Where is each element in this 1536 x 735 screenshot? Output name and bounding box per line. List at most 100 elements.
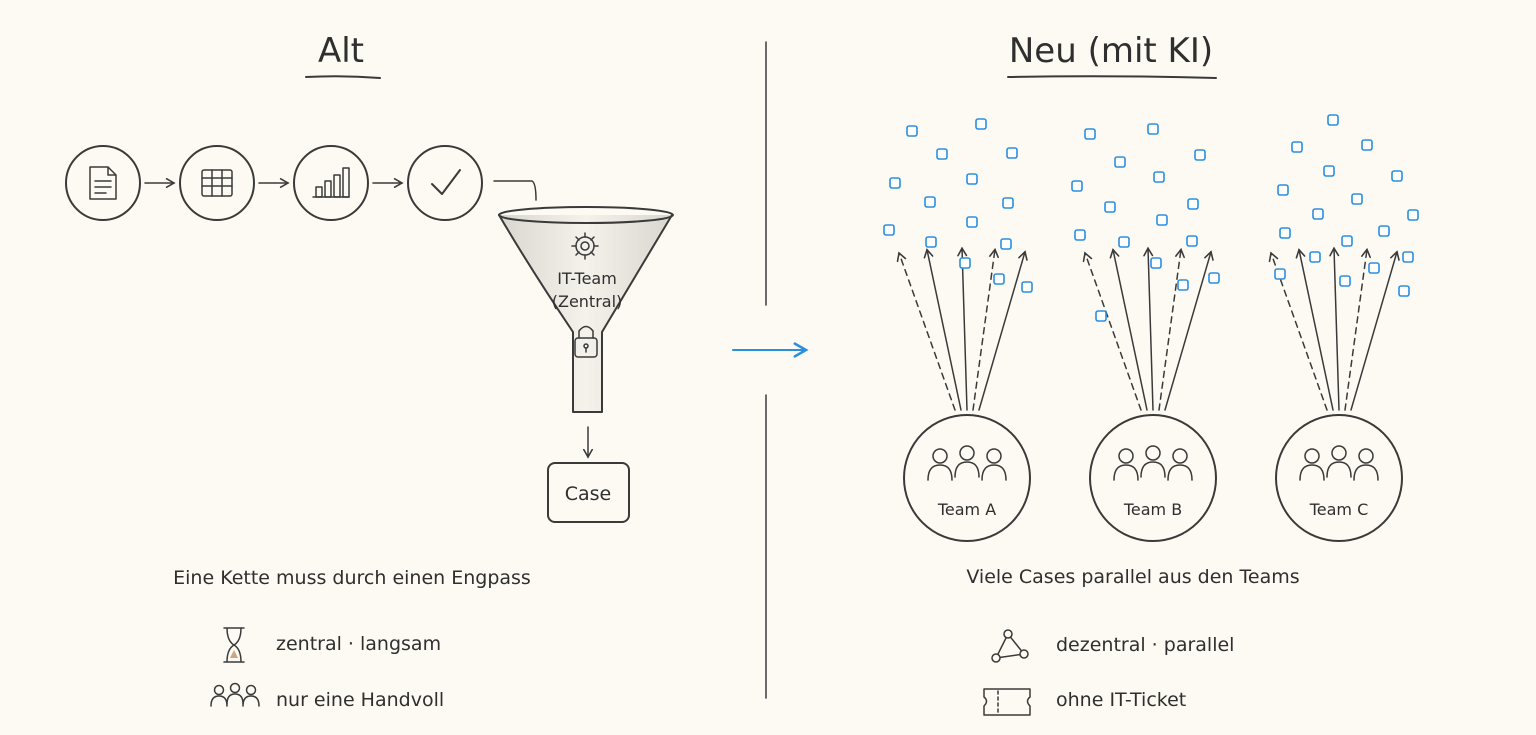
case-square <box>924 196 936 208</box>
case-square <box>1351 193 1363 205</box>
case-square <box>1279 227 1291 239</box>
team-ray <box>923 248 962 411</box>
team-ray <box>1344 247 1371 411</box>
team-people-icon <box>1299 445 1379 481</box>
case-square <box>936 148 948 160</box>
case-square <box>1323 165 1335 177</box>
case-square <box>1118 236 1130 248</box>
team-ray <box>1143 246 1154 411</box>
team-ray <box>1329 246 1340 411</box>
team-ray <box>972 247 999 411</box>
left-legend-2-label: nur eine Handvoll <box>276 689 444 711</box>
case-square <box>959 257 971 269</box>
case-square <box>1153 171 1165 183</box>
case-square <box>1398 285 1410 297</box>
team-ray <box>1268 251 1328 411</box>
case-square <box>1156 214 1168 226</box>
case-square <box>1186 235 1198 247</box>
case-square <box>1402 251 1414 263</box>
case-square <box>1194 149 1206 161</box>
case-label: Case <box>565 483 612 505</box>
case-square <box>1274 268 1286 280</box>
left-legend-1-label: zentral · langsam <box>276 633 441 655</box>
case-square <box>1021 281 1033 293</box>
bar-chart-icon <box>293 145 369 221</box>
case-square <box>1071 180 1083 192</box>
case-square <box>883 224 895 236</box>
case-square <box>1309 251 1321 263</box>
checkmark-icon <box>407 145 483 221</box>
left-title-group: Alt <box>305 31 381 79</box>
teams-layer <box>883 114 1419 542</box>
funnel-label-line1: IT-Team <box>557 269 617 288</box>
team-circle <box>1275 414 1403 542</box>
team-a-label: Team A <box>937 500 996 519</box>
case-square <box>1341 235 1353 247</box>
right-caption: Viele Cases parallel aus den Teams <box>966 566 1299 588</box>
case-square <box>1002 197 1014 209</box>
case-square <box>1312 208 1324 220</box>
case-square <box>1208 272 1220 284</box>
chain-to-funnel-connector <box>493 180 537 201</box>
right-legend-2-label: ohne IT-Ticket <box>1056 689 1186 711</box>
case-square <box>1391 170 1403 182</box>
case-square <box>1378 225 1390 237</box>
case-square <box>993 273 1005 285</box>
case-box: Case <box>547 462 630 523</box>
case-square <box>1407 209 1419 221</box>
team-ray <box>896 251 956 411</box>
right-title: Neu (mit KI) <box>1009 31 1213 71</box>
case-square <box>1150 257 1162 269</box>
left-caption: Eine Kette muss durch einen Engpass <box>173 567 531 589</box>
case-square <box>1084 128 1096 140</box>
case-square <box>1095 310 1107 322</box>
case-square <box>1187 198 1199 210</box>
gear-icon <box>571 232 599 260</box>
right-legend-1-label: dezentral · parallel <box>1056 634 1234 656</box>
case-square <box>1074 229 1086 241</box>
chain <box>65 145 537 221</box>
case-square <box>925 236 937 248</box>
hourglass-icon <box>223 627 245 663</box>
case-square <box>1006 147 1018 159</box>
team-ray <box>978 250 1028 411</box>
team-ray <box>1082 251 1142 411</box>
team-b <box>1071 123 1220 542</box>
case-square <box>1177 279 1189 291</box>
network-icon <box>991 629 1029 663</box>
team-c <box>1268 114 1419 542</box>
funnel: IT-Team (Zentral) <box>498 206 674 413</box>
team-ray <box>1350 250 1400 411</box>
case-square <box>1327 114 1339 126</box>
left-title-underline <box>305 75 381 79</box>
left-title: Alt <box>318 31 364 71</box>
funnel-label-line2: (Zentral) <box>552 292 623 311</box>
case-square <box>1277 184 1289 196</box>
document-icon <box>65 145 141 221</box>
team-c-label: Team C <box>1309 500 1369 519</box>
case-square <box>1339 275 1351 287</box>
team-a <box>883 118 1033 542</box>
case-square <box>975 118 987 130</box>
right-title-underline <box>1007 75 1217 79</box>
right-title-group: Neu (mit KI) <box>1007 31 1217 79</box>
team-people-icon <box>1113 445 1193 481</box>
team-ray <box>1109 248 1148 411</box>
table-icon <box>179 145 255 221</box>
ticket-icon <box>983 688 1031 716</box>
case-square <box>1104 201 1116 213</box>
case-square <box>1291 141 1303 153</box>
case-square <box>966 173 978 185</box>
case-square <box>1000 238 1012 250</box>
team-ray <box>1158 247 1185 411</box>
people-icon <box>210 682 260 707</box>
team-ray <box>1295 248 1334 411</box>
team-ray <box>957 246 968 411</box>
team-ray <box>1164 250 1214 411</box>
team-circle <box>903 414 1031 542</box>
case-square <box>1361 139 1373 151</box>
case-square <box>1147 123 1159 135</box>
case-square <box>1368 262 1380 274</box>
